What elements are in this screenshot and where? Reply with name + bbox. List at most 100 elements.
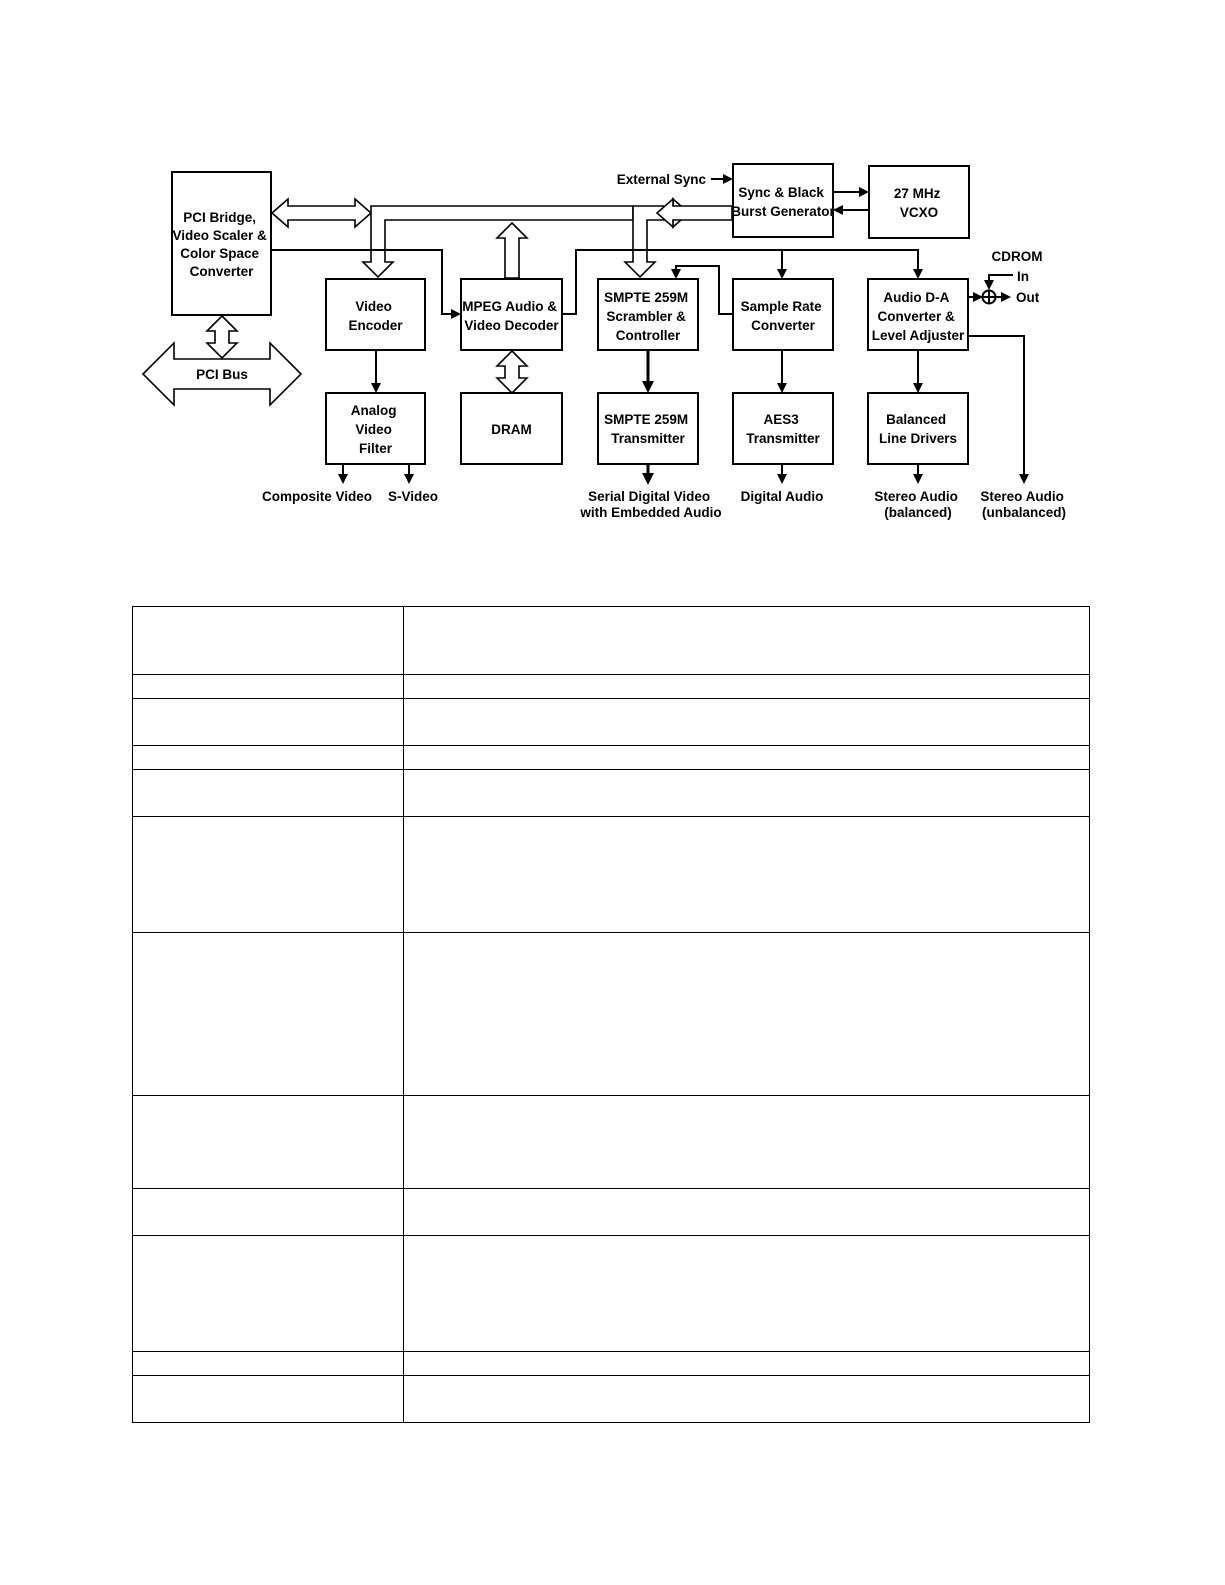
table-cell xyxy=(132,745,404,770)
sample-rate-converter-label: Sample Rate Converter xyxy=(741,299,826,333)
table-cell xyxy=(132,1188,404,1236)
stereo-balanced-label: Stereo Audio (balanced) xyxy=(874,489,961,520)
table-cell xyxy=(403,816,1090,933)
mpeg-audio-wire xyxy=(562,249,919,315)
table-cell xyxy=(403,1095,1090,1189)
encoder-filter-arrowhead xyxy=(371,383,381,393)
spec-table xyxy=(132,606,1090,1423)
scrambler-transmitter-arrowhead xyxy=(642,381,654,393)
sum-out-arrowhead xyxy=(1001,292,1011,302)
table-cell xyxy=(403,1375,1090,1423)
smpte-transmitter-label: SMPTE 259M Transmitter xyxy=(604,412,692,446)
svideo-arrowhead xyxy=(404,474,414,484)
unbalanced-wire xyxy=(968,335,1025,477)
analog-video-filter-block xyxy=(325,392,426,465)
table-cell xyxy=(132,698,404,746)
table-cell xyxy=(132,769,404,817)
table-cell xyxy=(132,816,404,933)
sample-rate-converter-block xyxy=(732,278,834,351)
table-row xyxy=(132,1351,1090,1376)
block-diagram: PCI Bridge, Video Scaler & Color Space C… xyxy=(141,163,1067,520)
pci-bus-label: PCI Bus xyxy=(196,367,248,382)
table-cell xyxy=(132,674,404,699)
cdrom-in-arrowhead xyxy=(984,280,994,290)
table-row xyxy=(132,1375,1090,1423)
mpeg-dram-arrow xyxy=(495,349,529,395)
bridge-pci-link-arrow xyxy=(205,314,239,360)
s-video-label: S-Video xyxy=(388,489,438,504)
table-row xyxy=(132,816,1090,933)
composite-video-label: Composite Video xyxy=(262,489,372,504)
src-in-arrowhead xyxy=(777,269,787,279)
composite-arrowhead xyxy=(338,474,348,484)
smpte-scrambler-label: SMPTE 259M Scrambler & Controller xyxy=(604,290,692,343)
video-bus-arrow xyxy=(361,205,634,279)
table-cell xyxy=(403,698,1090,746)
table-row xyxy=(132,932,1090,1096)
table-cell xyxy=(403,606,1090,675)
bridge-bus-link-arrow xyxy=(270,197,373,229)
table-row xyxy=(132,769,1090,817)
bridge-mpeg-arrowhead xyxy=(451,309,461,319)
dac-in-arrowhead xyxy=(913,269,923,279)
vcxo-block xyxy=(868,165,970,239)
src-smpte-arrowhead xyxy=(671,269,681,279)
src-smpte-wire xyxy=(675,265,733,315)
analog-video-filter-label: Analog Video Filter xyxy=(351,403,401,456)
external-sync-label: External Sync xyxy=(617,172,707,187)
serial-digital-video-label: Serial Digital Video with Embedded Audio xyxy=(579,489,721,520)
table-cell xyxy=(403,769,1090,817)
dac-sum-arrowhead xyxy=(973,292,983,302)
balanced-drivers-block xyxy=(867,392,969,465)
table-cell xyxy=(403,1351,1090,1376)
mpeg-bus-arrow xyxy=(495,221,529,279)
sync-generator-block xyxy=(732,163,834,238)
pci-bridge-label: PCI Bridge, Video Scaler & Color Space C… xyxy=(172,210,270,279)
dac-drivers-arrowhead xyxy=(913,383,923,393)
cdrom-out-label: Out xyxy=(1016,290,1040,305)
audio-dac-block xyxy=(867,278,969,351)
table-cell xyxy=(132,932,404,1096)
table-row xyxy=(132,674,1090,699)
table-cell xyxy=(403,1235,1090,1352)
bridge-mpeg-wire xyxy=(271,249,453,315)
table-cell xyxy=(132,606,404,675)
balanced-drivers-label: Balanced Line Drivers xyxy=(879,412,957,446)
table-row xyxy=(132,1235,1090,1352)
table-row xyxy=(132,606,1090,675)
sync-bus-arrow xyxy=(655,197,733,229)
table-cell xyxy=(132,1375,404,1423)
table-cell xyxy=(132,1095,404,1189)
table-cell xyxy=(403,745,1090,770)
mpeg-decoder-label: MPEG Audio & Video Decoder xyxy=(462,299,561,333)
sdi-out-arrowhead xyxy=(642,473,654,485)
cdrom-in-label: In xyxy=(1017,269,1029,284)
cdrom-label: CDROM xyxy=(992,249,1043,264)
pci-bus-arrow xyxy=(141,341,303,407)
table-cell xyxy=(132,1351,404,1376)
dram-label: DRAM xyxy=(491,422,532,437)
aes3-transmitter-block xyxy=(732,392,834,465)
vcxo-label: 27 MHz VCXO xyxy=(894,186,944,220)
summing-junction-icon xyxy=(981,289,997,305)
table-row xyxy=(132,1095,1090,1189)
video-encoder-block xyxy=(325,278,426,351)
table-row xyxy=(132,698,1090,746)
digital-audio-label: Digital Audio xyxy=(741,489,824,504)
video-encoder-label: Video Encoder xyxy=(348,299,403,333)
table-row xyxy=(132,745,1090,770)
stereo-unbalanced-label: Stereo Audio (unbalanced) xyxy=(980,489,1067,520)
src-aes3-arrowhead xyxy=(777,383,787,393)
drivers-out-arrowhead xyxy=(913,474,923,484)
aes3-out-arrowhead xyxy=(777,474,787,484)
pci-bridge-block xyxy=(171,171,272,316)
dram-block xyxy=(460,392,563,465)
table-cell xyxy=(132,1235,404,1352)
table-cell xyxy=(403,674,1090,699)
audio-dac-label: Audio D-A Converter & Level Adjuster xyxy=(872,290,965,343)
vcxo-sync-arrowhead xyxy=(833,205,843,215)
smpte-transmitter-block xyxy=(597,392,699,465)
table-cell xyxy=(403,1188,1090,1236)
external-sync-arrowhead xyxy=(723,174,733,184)
unbalanced-arrowhead xyxy=(1019,474,1029,484)
